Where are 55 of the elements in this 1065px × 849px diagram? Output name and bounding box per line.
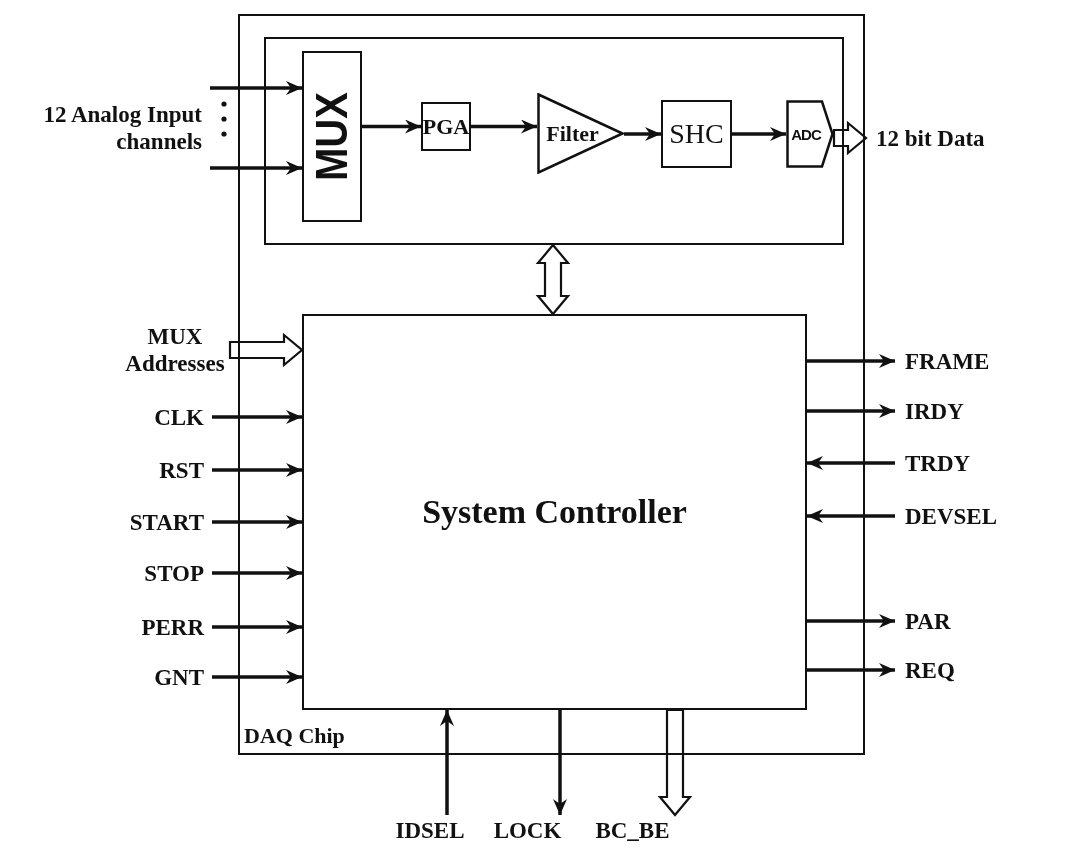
signal-label: PAR [905, 607, 951, 635]
block-label: System Controller [422, 493, 687, 531]
signal-label: IRDY [905, 397, 964, 425]
signal-arrow [210, 81, 302, 95]
signal-arrow [807, 663, 895, 677]
signal-arrow [807, 456, 895, 470]
block-label: MUX [307, 92, 357, 181]
signal-label: CLK [154, 403, 204, 431]
signal-label: PERR [141, 613, 204, 641]
controller-block [302, 314, 807, 710]
front-end-box [264, 37, 844, 245]
block-label: PGA [422, 113, 470, 140]
signal-label: STOP [144, 559, 204, 587]
signal-arrow [471, 119, 537, 134]
signal-label: LOCK [493, 816, 562, 844]
signal-label: DEVSEL [905, 502, 998, 530]
signal-arrow [807, 404, 895, 418]
bus-arrow [228, 332, 304, 368]
mux-box [302, 51, 362, 222]
block-label: SHC [669, 118, 724, 150]
signal-arrow [212, 620, 302, 634]
signal-label: FRAME [905, 347, 990, 375]
signal-arrow [732, 127, 786, 141]
signal-label: IDSEL [395, 816, 465, 844]
signal-arrow [212, 515, 302, 529]
signal-label: GNT [154, 663, 204, 691]
signal-arrow [553, 710, 567, 815]
signal-label: BC_BE [595, 816, 670, 844]
signal-arrow [807, 614, 895, 628]
signal-arrow [210, 161, 302, 175]
chip-label: DAQ Chip [244, 723, 345, 749]
signal-label: 12 Analog Input channels [42, 100, 202, 155]
process-box [661, 100, 732, 168]
signal-arrow [807, 354, 895, 368]
process-box [421, 102, 471, 151]
signal-arrow [807, 509, 895, 523]
bus-arrow [657, 708, 693, 817]
signal-arrow [212, 566, 302, 580]
block-label: ADC [791, 125, 821, 143]
signal-label: RST [159, 456, 204, 484]
bus-arrow [535, 243, 571, 316]
signal-label: REQ [905, 656, 955, 684]
signal-label: TRDY [905, 449, 971, 477]
signal-arrow [212, 410, 302, 424]
signal-label: START [129, 508, 204, 536]
signal-arrow [212, 463, 302, 477]
signal-label: 12 bit Data [876, 124, 985, 152]
signal-label: MUX Addresses [124, 323, 226, 377]
signal-arrow [362, 119, 421, 134]
signal-arrow [212, 670, 302, 684]
block-label: Filter [546, 120, 599, 147]
signal-arrow [440, 710, 454, 815]
signal-arrow [624, 127, 661, 141]
chip-boundary [238, 14, 865, 755]
bus-arrow [832, 120, 868, 156]
